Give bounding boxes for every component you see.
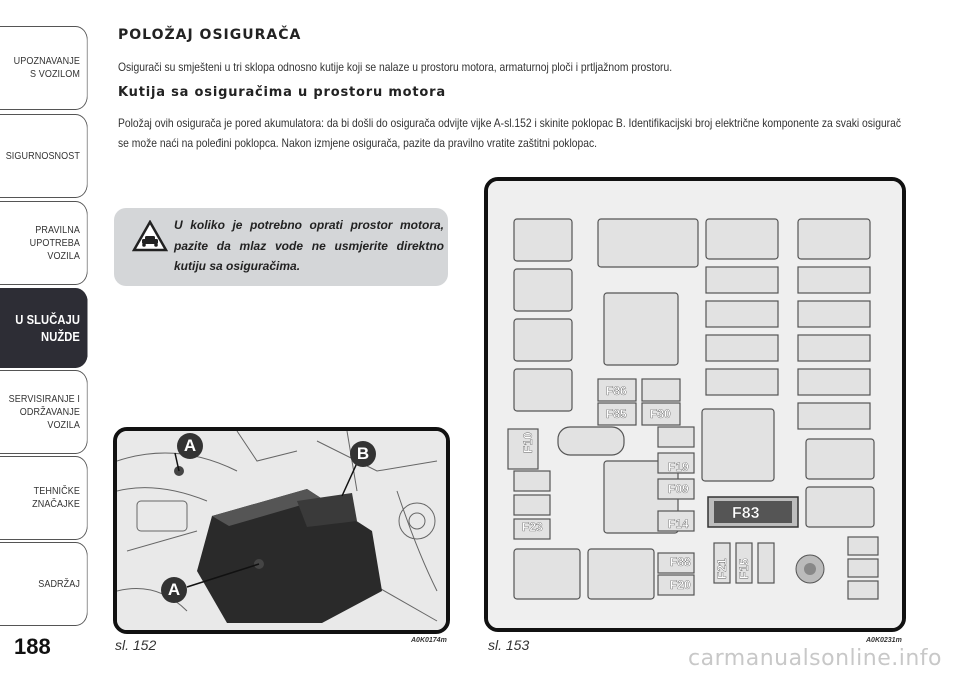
tab-pravilna-upotreba[interactable]: PRAVILNA UPOTREBA VOZILA [0,201,88,285]
svg-text:F86: F86 [606,384,627,398]
svg-text:F21: F21 [715,558,729,579]
svg-text:F09: F09 [668,482,689,496]
svg-text:F30: F30 [650,407,671,421]
svg-text:F83: F83 [732,505,760,522]
callout-b: B [350,441,376,467]
svg-text:F19: F19 [668,460,689,474]
fuse-box-diagram: F86 F85 F30 F19 F09 F83 F23 F14 F88 F20 … [488,181,902,628]
warning-box: U koliko je potrebno oprati prostor moto… [114,208,448,286]
body-paragraph: Položaj ovih osigurača je pored akumulat… [118,116,902,150]
tab-servisiranje[interactable]: SERVISIRANJE I ODRŽAVANJE VOZILA [0,370,88,454]
tab-sadrzaj[interactable]: SADRŽAJ [0,542,88,626]
tab-upoznavanje[interactable]: UPOZNAVANJE S VOZILOM [0,26,88,110]
section-heading: Kutija sa osiguračima u prostoru motora [118,85,446,100]
svg-text:F10: F10 [521,432,535,453]
figure-153-code: A0K0231m [866,637,902,644]
svg-text:F15: F15 [737,558,751,579]
tab-u-slucaju-nuzde[interactable]: U SLUČAJU NUŽDE [0,288,88,368]
hazard-triangle-icon [132,220,168,252]
svg-text:F88: F88 [670,555,691,569]
svg-text:F14: F14 [668,517,689,531]
figure-152-caption: sl. 152 [115,637,157,653]
figure-152-code: A0K0174m [411,637,447,644]
figure-153-fuse-box: F86 F85 F30 F19 F09 F83 F23 F14 F88 F20 … [484,177,906,632]
figure-153-caption: sl. 153 [488,637,530,653]
intro-paragraph: Osigurači su smješteni u tri sklopa odno… [118,60,673,74]
svg-text:F23: F23 [522,520,543,534]
figure-152-engine-bay: A B A [113,427,450,634]
warning-text: U koliko je potrebno oprati prostor moto… [174,218,444,273]
watermark: carmanualsonline.info [688,646,942,671]
svg-text:F20: F20 [670,578,691,592]
callout-a-top: A [177,433,203,459]
svg-text:F85: F85 [606,407,627,421]
page-title: POLOŽAJ OSIGURAČA [118,27,302,43]
tab-sigurnosnost[interactable]: SIGURNOSNOST [0,114,88,198]
page-number: 188 [14,634,51,659]
tab-tehnicke-znacajke[interactable]: TEHNIČKE ZNAČAJKE [0,456,88,540]
callout-a-bottom: A [161,577,187,603]
